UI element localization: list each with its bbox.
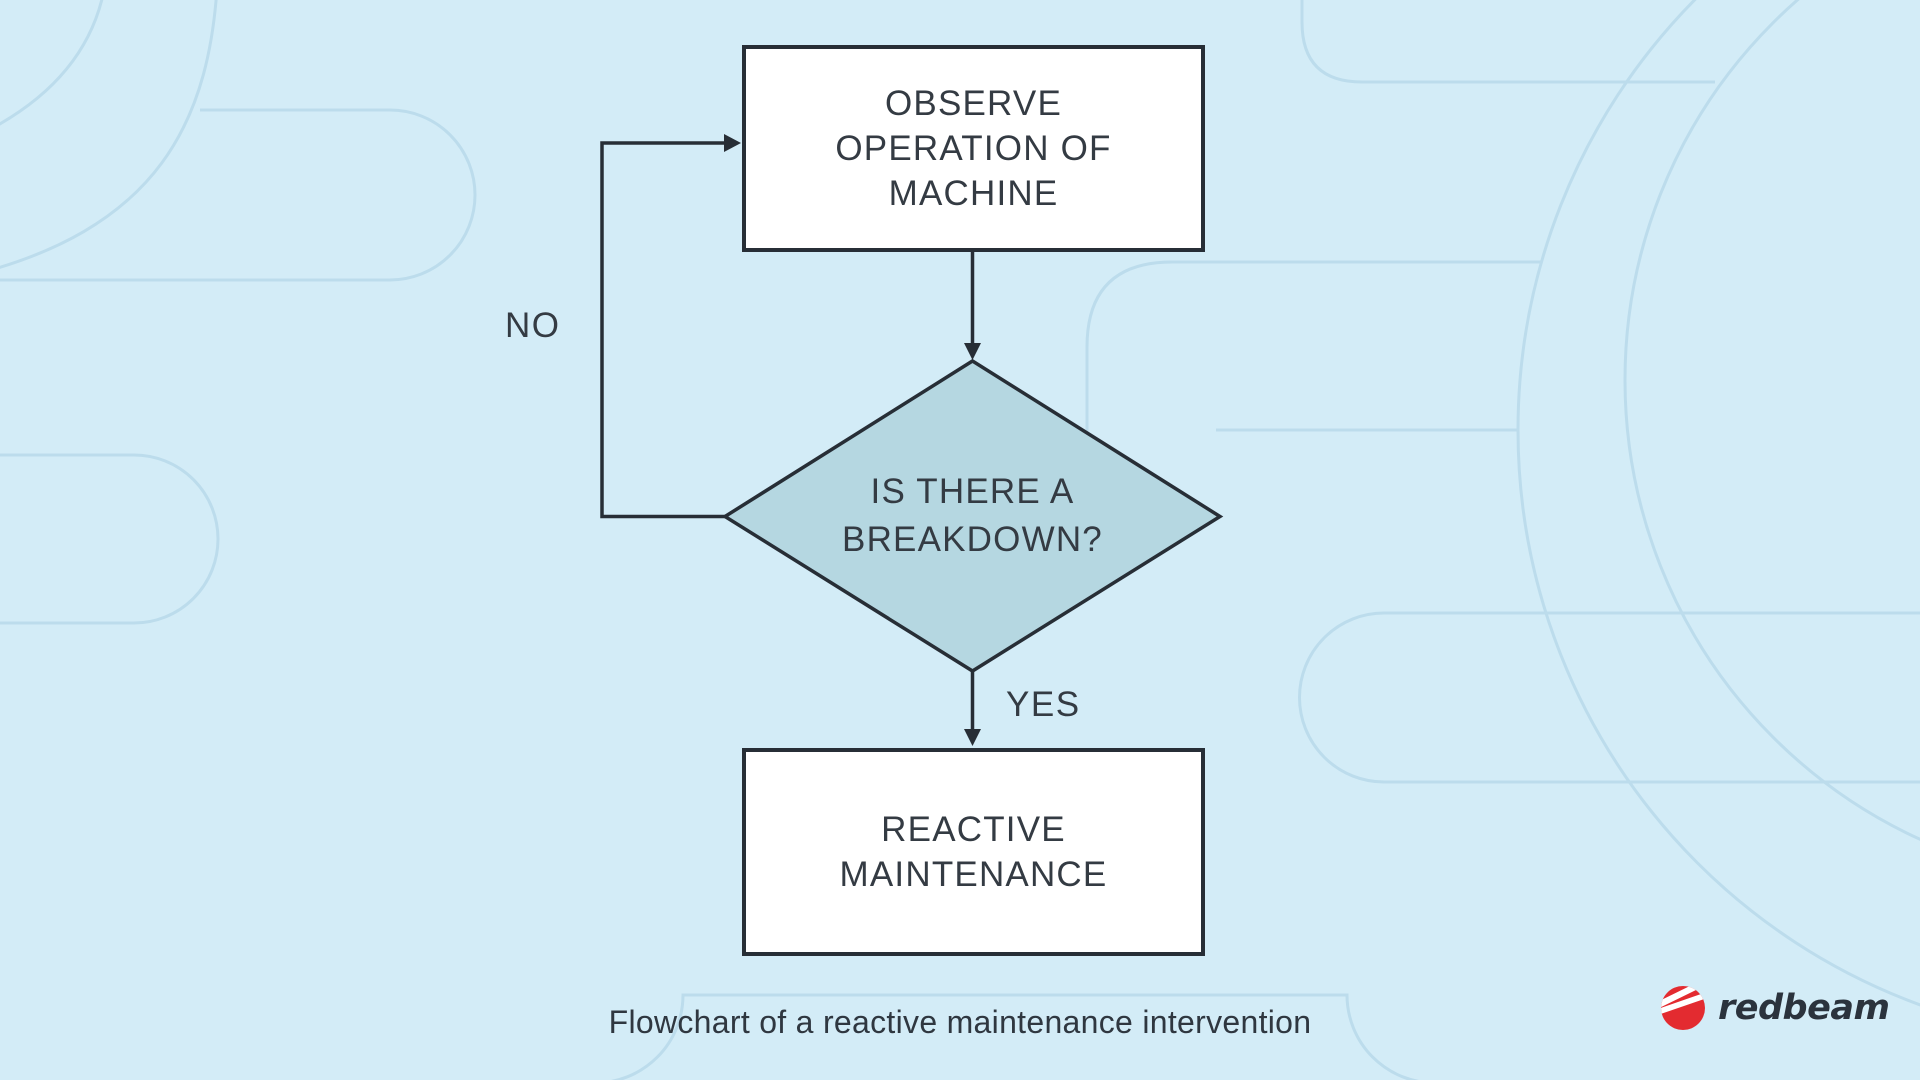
diagram-caption: Flowchart of a reactive maintenance inte… (608, 1004, 1312, 1040)
decor-pill-topleft (0, 108, 477, 282)
decor-pill-right (1298, 611, 1920, 784)
decision-line1: IS THERE A (870, 472, 1075, 511)
decision-diamond-shape (721, 358, 1224, 674)
redbeam-circle-icon (1661, 986, 1705, 1030)
edge-observe-breakdown-arrowhead (964, 343, 981, 360)
node-observe-operation: OBSERVE OPERATION OF MACHINE (742, 45, 1205, 252)
decor-frame-caption (610, 993, 1420, 1080)
decor-arc-large-topleft (0, 0, 218, 269)
edge-label-no: NO (505, 306, 561, 345)
node-observe-line2: OPERATION OF (835, 129, 1112, 168)
decor-ring-inner (1623, 0, 1920, 841)
edge-no-line (600, 141, 726, 519)
edge-yes-arrowhead (964, 729, 981, 746)
decor-corner-topright (1300, 0, 1715, 84)
edge-no-arrowhead (724, 134, 741, 152)
node-observe-line1: OBSERVE (885, 84, 1062, 123)
decision-line2: BREAKDOWN? (842, 520, 1103, 559)
node-observe-line3: MACHINE (888, 174, 1059, 213)
edge-label-yes: YES (1006, 685, 1081, 724)
brand-name: redbeam (1718, 988, 1890, 1028)
node-breakdown-decision-label: IS THERE A BREAKDOWN? (772, 468, 1173, 564)
decor-arc-small-topleft (0, 0, 104, 126)
brand-logo: redbeam (1661, 985, 1890, 1031)
node-reactive-line1: REACTIVE (881, 810, 1066, 849)
decor-band-upper-right (1085, 260, 1541, 440)
decor-ring-outer (1516, 0, 1920, 1007)
node-reactive-maintenance: REACTIVE MAINTENANCE (742, 748, 1205, 956)
decor-pill-midleft (0, 453, 220, 625)
node-reactive-line2: MAINTENANCE (839, 855, 1108, 894)
